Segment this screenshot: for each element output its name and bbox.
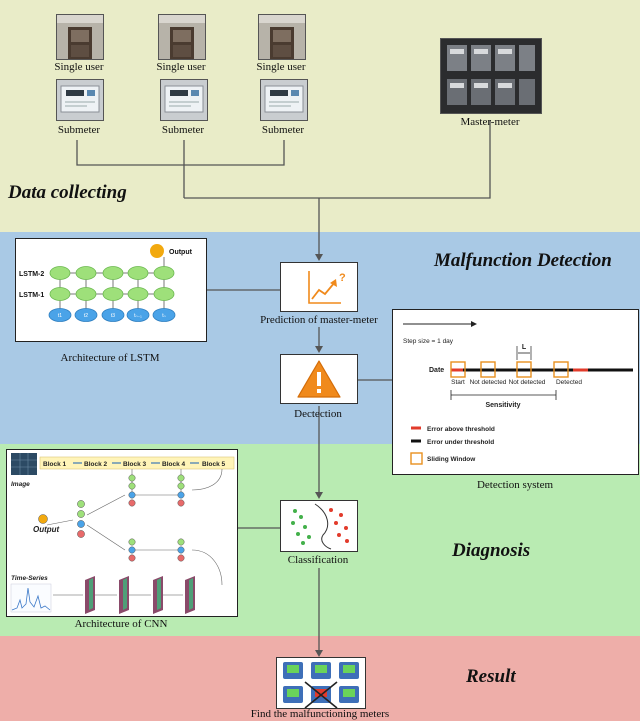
single-user-label-1: Single user [54, 61, 104, 73]
legend-error-under: Error under threshold [427, 439, 494, 446]
date-label: Date [429, 367, 444, 374]
stage-title-diagnosis: Diagnosis [452, 540, 531, 561]
single-user-label-3: Single user [256, 61, 306, 73]
detection-system-caption: Detection system [476, 479, 554, 491]
single-user-photo-1 [56, 14, 104, 60]
cnn-block-4: Block 4 [162, 461, 186, 468]
result-grid-box [276, 657, 366, 709]
legend-sliding-window: Sliding Window [427, 456, 476, 463]
stage-title-result: Result [466, 666, 516, 687]
stage-title-data-collecting: Data collecting [8, 182, 127, 203]
result-label: Find the malfunctioning meters [250, 708, 390, 720]
detection-box [280, 354, 358, 404]
cnn-block-2: Block 2 [84, 461, 108, 468]
single-user-photo-3 [258, 14, 306, 60]
lstm-caption: Architecture of LSTM [60, 352, 160, 364]
cnn-block-5: Block 5 [202, 461, 226, 468]
detection-label: Dectection [294, 408, 342, 420]
cnn-architecture-panel: Block 1 Block 2 Block 3 Block 4 Block 5 … [6, 449, 238, 617]
submeter-photo-3 [260, 79, 308, 121]
marker-not-detected-1: Not detected [470, 379, 507, 386]
submeter-label-3: Submeter [261, 124, 305, 136]
prediction-label: Prediction of master-meter [260, 314, 378, 326]
classification-label: Classification [287, 554, 349, 566]
cnn-caption: Architecture of CNN [74, 618, 168, 630]
lstm-input-4: tₙ₋₁ [134, 313, 142, 319]
lstm-input-1: t1 [58, 313, 62, 319]
lstm-input-2: t2 [84, 313, 88, 319]
cnn-image-label: Image [11, 481, 30, 488]
step-size-label: Step size = 1 day [403, 338, 454, 345]
cnn-timeseries-label: Time-Series [11, 575, 48, 582]
cnn-output-label: Output [33, 525, 60, 534]
meters-grid-icon [283, 662, 359, 709]
cnn-block-1: Block 1 [43, 461, 67, 468]
trend-chart-icon: ? [308, 271, 346, 304]
single-user-label-2: Single user [156, 61, 206, 73]
submeter-label-2: Submeter [161, 124, 205, 136]
submeter-label-1: Submeter [57, 124, 101, 136]
submeter-photo-1 [56, 79, 104, 121]
lstm-input-5: tₙ [162, 313, 165, 319]
lstm-layer1-label: LSTM-1 [19, 292, 44, 299]
window-length-label: L [522, 344, 527, 351]
detection-system-panel: Step size = 1 day Date L Start Not detec… [392, 309, 639, 475]
prediction-box: ? [280, 262, 358, 312]
master-meter-label: Master-meter [460, 116, 520, 128]
sensitivity-label: Sensitivity [485, 402, 520, 409]
classification-box [280, 500, 358, 552]
scatter-classification-icon [291, 503, 349, 550]
svg-text:?: ? [339, 272, 346, 284]
single-user-photo-2 [158, 14, 206, 60]
cnn-block-3: Block 3 [123, 461, 147, 468]
marker-detected: Detected [556, 379, 582, 386]
marker-start: Start [451, 379, 465, 386]
lstm-architecture-panel: Output LSTM-2 LSTM-1 t1 t2 t3 tₙ₋₁ tₙ [15, 238, 207, 342]
marker-not-detected-2: Not detected [509, 379, 546, 386]
lstm-layer2-label: LSTM-2 [19, 271, 44, 278]
master-meter-photo [440, 38, 542, 114]
legend-error-above: Error above threshold [427, 426, 495, 433]
lstm-input-3: t3 [111, 313, 115, 319]
lstm-output-label: Output [169, 249, 193, 256]
submeter-photo-2 [160, 79, 208, 121]
warning-icon [297, 360, 341, 398]
stage-title-malfunction-detection: Malfunction Detection [434, 250, 612, 271]
